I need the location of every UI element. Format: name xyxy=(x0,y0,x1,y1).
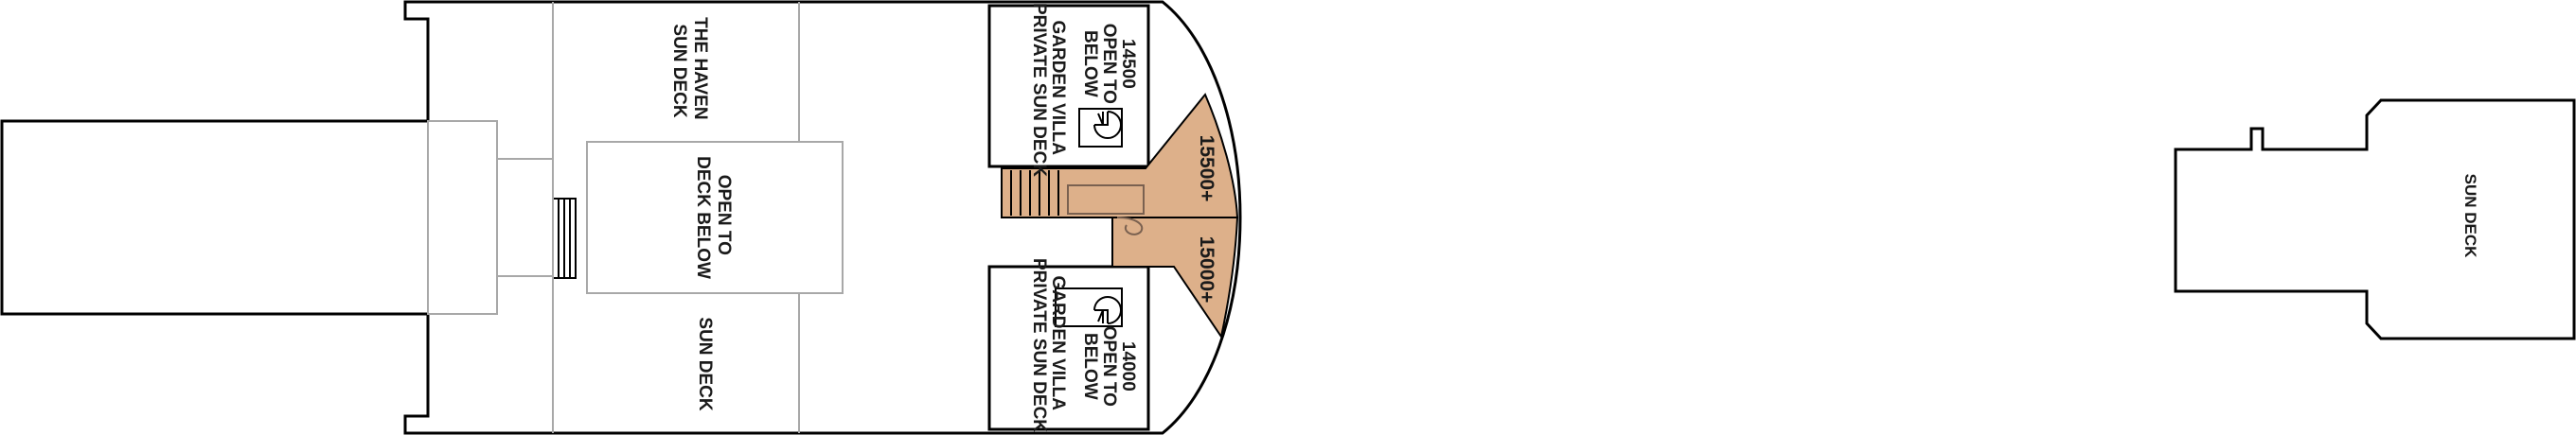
haven-sun-deck-label: THE HAVEN SUN DECK xyxy=(669,17,710,125)
sun-deck-label: SUN DECK xyxy=(695,317,715,411)
villa-bottom-label: 14000 OPEN TO BELOW GARDEN VILLA PRIVATE… xyxy=(1029,258,1138,432)
stair-housing xyxy=(496,158,554,277)
suite-15500-label: 15500+ xyxy=(1196,135,1217,202)
villa-top-label: 14500 OPEN TO BELOW GARDEN VILLA PRIVATE… xyxy=(1029,3,1138,177)
sun-deck-annex-label: SUN DECK xyxy=(2461,174,2479,259)
sun-deck-annex xyxy=(2174,98,2576,340)
open-to-deck-below-label: OPEN TO DECK BELOW xyxy=(693,156,734,279)
spiral-stair-bottom xyxy=(1055,287,1123,327)
spiral-stair-top xyxy=(1078,108,1123,148)
suite-15000-label: 15000+ xyxy=(1196,236,1217,304)
aft-structure xyxy=(427,120,498,315)
suite-15000 xyxy=(1111,217,1239,339)
open-to-deck-below-area xyxy=(586,141,844,294)
suite-entry-stair xyxy=(1010,170,1145,235)
